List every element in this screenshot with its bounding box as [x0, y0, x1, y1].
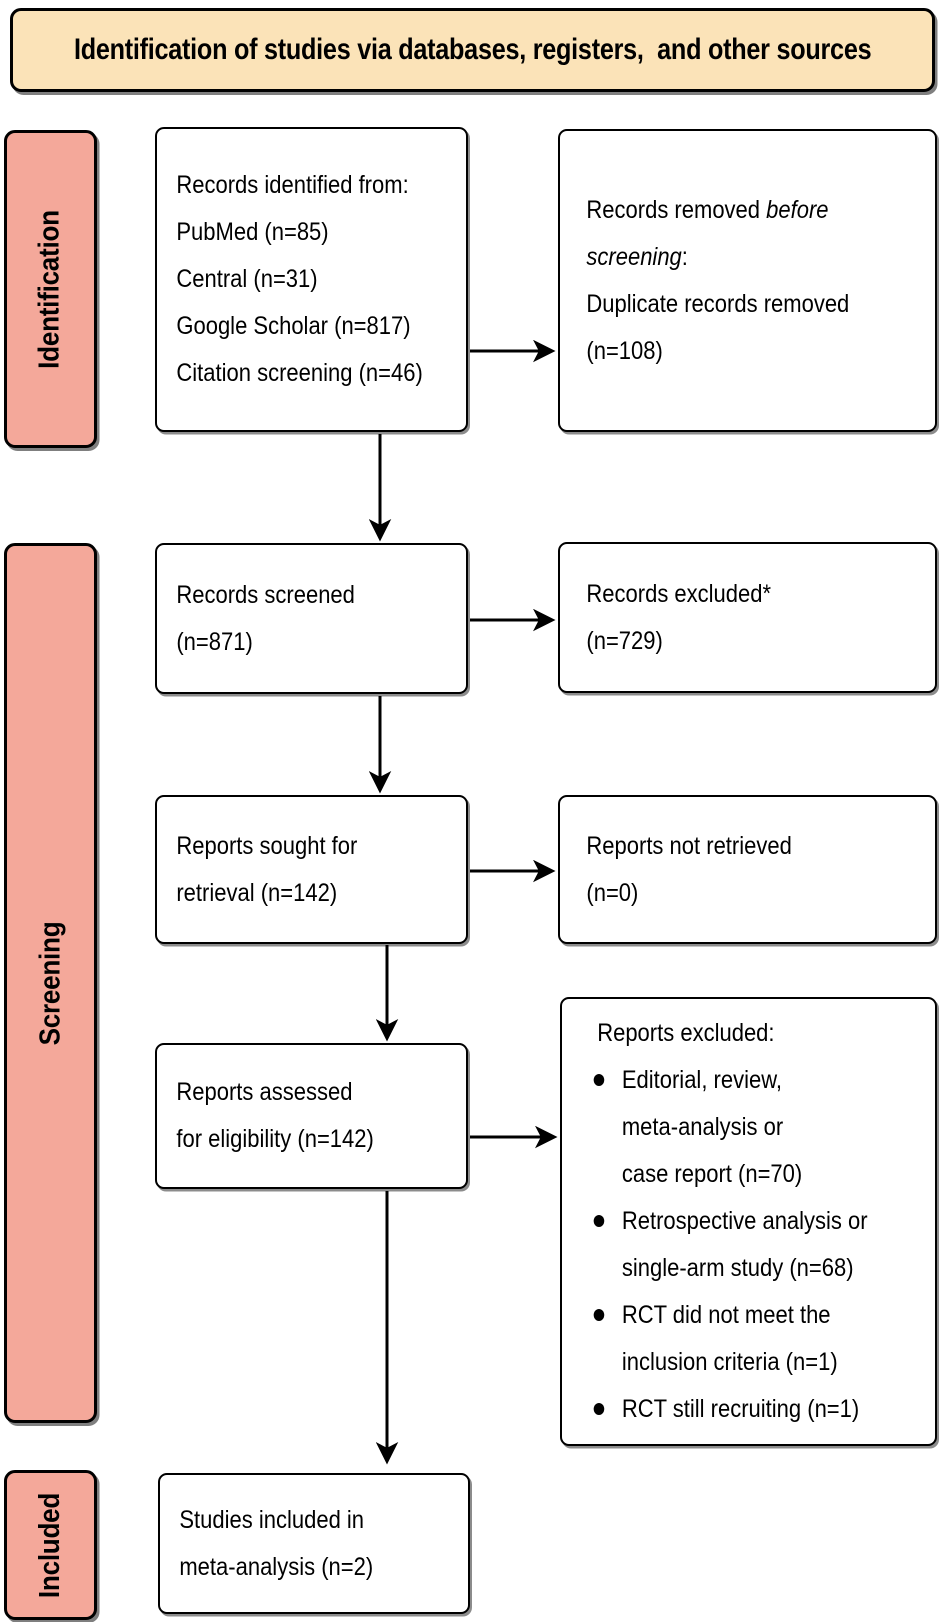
- text-line: case report (n=70): [621, 1160, 803, 1188]
- text-line: single-arm study (n=68): [621, 1254, 854, 1282]
- box-text: Reports excluded: Editorial, review, meta…: [562, 1010, 890, 1433]
- box-records-identified: Records identified from: PubMed (n=85) Cen…: [155, 127, 468, 432]
- stage-label-identification: Identification: [4, 130, 97, 448]
- stage-text: Included: [34, 1492, 66, 1598]
- text-line: Google Scholar (n=817): [176, 312, 411, 340]
- stage-text: Identification: [34, 209, 66, 369]
- reports-excluded-bullet-list: Editorial, review, meta-analysis or case r…: [562, 1057, 890, 1433]
- text-line: Reports sought for: [176, 831, 358, 860]
- reports-excluded-heading: Reports excluded:: [597, 1019, 775, 1047]
- box-records-excluded: Records excluded* (n=729): [558, 542, 937, 693]
- box-reports-excluded-reasons: Reports excluded: Editorial, review, meta…: [560, 997, 937, 1446]
- stage-label-included: Included: [4, 1470, 97, 1620]
- text-line: (n=0): [586, 878, 639, 907]
- text-line: for eligibility (n=142): [176, 1125, 374, 1153]
- text-line: meta-analysis (n=2): [179, 1552, 374, 1581]
- text: (n=108): [586, 336, 663, 365]
- text-line: (n=108): [586, 328, 890, 375]
- bullet-item: RCT still recruiting (n=1): [562, 1386, 890, 1433]
- text-line: (n=871): [176, 627, 253, 656]
- text-line: Studies included in: [179, 1505, 365, 1534]
- bullet-item: RCT did not meet the inclusion criteria (…: [562, 1292, 890, 1386]
- stage-text: Screening: [34, 921, 67, 1045]
- text-line: Records screened: [176, 580, 355, 609]
- text-line: inclusion criteria (n=1): [621, 1348, 838, 1376]
- text-line: Reports not retrieved: [586, 831, 792, 860]
- text: Records removed: [586, 195, 767, 224]
- text-line: retrieval (n=142): [176, 878, 338, 907]
- text-line: Citation screening (n=46): [176, 359, 423, 387]
- text: Duplicate records removed: [586, 289, 850, 318]
- bullet-item: Retrospective analysis or single-arm stud…: [562, 1198, 890, 1292]
- box-text: Studies included in meta-analysis (n=2): [160, 1497, 431, 1591]
- box-text: Records screened (n=871): [157, 572, 429, 666]
- text-line: RCT did not meet the: [621, 1301, 831, 1329]
- bullet-item: Editorial, review, meta-analysis or case r…: [562, 1057, 890, 1198]
- box-studies-included: Studies included in meta-analysis (n=2): [158, 1473, 470, 1614]
- text-line: Editorial, review,: [621, 1066, 783, 1094]
- text-line: PubMed (n=85): [176, 218, 329, 246]
- box-text: Reports assessed for eligibility (n=142): [157, 1069, 429, 1163]
- box-records-screened: Records screened (n=871): [155, 543, 468, 694]
- text-line: screening:: [586, 234, 890, 281]
- box-text: Records excluded* (n=729): [560, 571, 890, 665]
- title-banner: Identification of studies via databases,…: [10, 8, 935, 92]
- text-line: Reports assessed: [176, 1078, 353, 1106]
- box-reports-assessed: Reports assessed for eligibility (n=142): [155, 1043, 468, 1189]
- italic-text: before: [766, 195, 829, 224]
- text-line: RCT still recruiting (n=1): [621, 1395, 860, 1423]
- box-text: Reports not retrieved (n=0): [560, 823, 890, 917]
- text-line: Duplicate records removed: [586, 281, 890, 328]
- text: :: [681, 242, 688, 271]
- stage-label-screening: Screening: [4, 543, 97, 1423]
- text-line: Records excluded*: [586, 579, 772, 608]
- box-reports-not-retrieved: Reports not retrieved (n=0): [558, 795, 937, 944]
- text-line: meta-analysis or: [621, 1113, 784, 1141]
- box-text: Reports sought for retrieval (n=142): [157, 823, 429, 917]
- text-line: Records identified from:: [176, 171, 409, 199]
- box-text: Records identified from: PubMed (n=85) Cen…: [157, 162, 429, 397]
- text-line: (n=729): [586, 626, 663, 655]
- text-line: Retrospective analysis or: [621, 1207, 868, 1235]
- text-line: Central (n=31): [176, 265, 318, 293]
- box-reports-sought: Reports sought for retrieval (n=142): [155, 795, 468, 944]
- text-line: Records removed before: [586, 187, 890, 234]
- italic-text: screening: [586, 242, 682, 271]
- diagram-title: Identification of studies via databases,…: [73, 33, 872, 66]
